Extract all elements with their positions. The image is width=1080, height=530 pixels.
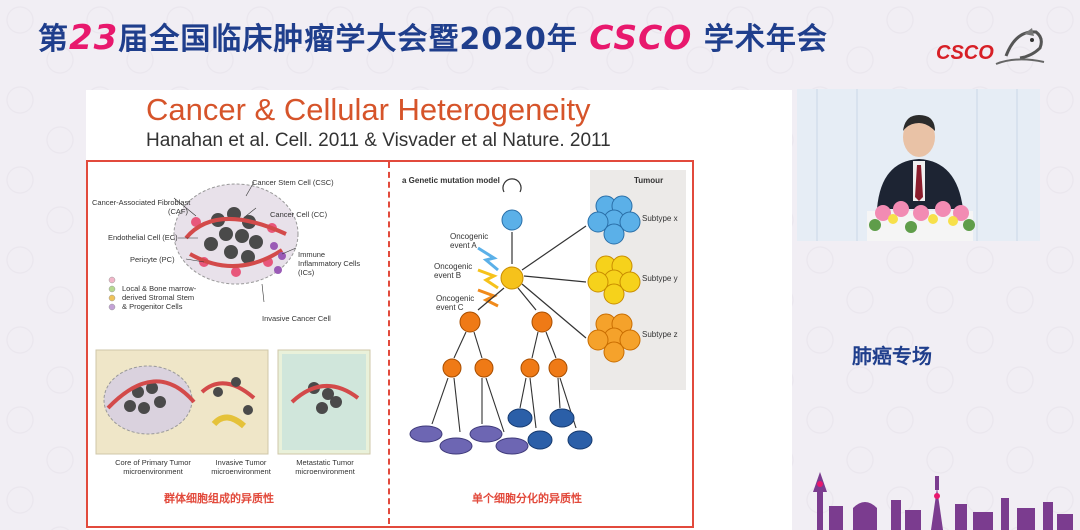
label-subtype-z: Subtype z [642, 330, 678, 339]
label-event-a: Oncogenic event A [450, 232, 489, 250]
conference-header: 第23届全国临床肿瘤学大会暨2020年 CSCO 学术年会 CSCO [0, 0, 1080, 72]
city-skyline-decoration [813, 472, 1073, 530]
slide-subtitle: Hanahan et al. Cell. 2011 & Visvader et … [146, 130, 611, 151]
speaker-video-feed [797, 89, 1040, 241]
label-csc: Cancer Stem Cell (CSC) [252, 178, 334, 187]
label-metastatic: Metastatic Tumor microenvironment [295, 458, 355, 476]
caption-left: 群体细胞组成的异质性 [164, 492, 274, 505]
genetic-mutation-model-diagram [409, 170, 686, 455]
label-ec: Endothelial Cell (EC) [108, 233, 178, 242]
presentation-slide: Cancer & Cellular Heterogeneity Hanahan … [86, 90, 792, 530]
logo-text: CSCO [936, 42, 994, 64]
label-subtype-y: Subtype y [642, 274, 678, 283]
csco-logo: CSCO [936, 26, 1046, 68]
session-label: 肺癌专场 [852, 344, 932, 368]
figure-divider [388, 162, 390, 524]
label-invasive-cell: Invasive Cancer Cell [262, 314, 331, 323]
caption-right: 单个细胞分化的异质性 [472, 492, 582, 505]
label-caf: Cancer-Associated Fibroblast (CAF) [92, 198, 191, 216]
dragon-logo-icon [995, 28, 1045, 65]
label-event-c: Oncogenic event C [436, 294, 475, 312]
slide-title: Cancer & Cellular Heterogeneity [146, 92, 591, 127]
label-core: Core of Primary Tumor microenvironment [115, 458, 191, 476]
label-stromal: Local & Bone marrow- derived Stromal Ste… [122, 284, 197, 311]
label-event-b: Oncogenic event B [434, 262, 473, 280]
label-invasive-tumor: Invasive Tumor microenvironment [211, 458, 271, 476]
conference-title: 第23届全国临床肿瘤学大会暨2020年 CSCO 学术年会 [38, 18, 828, 58]
label-cc: Cancer Cell (CC) [270, 210, 328, 219]
tumor-microenvironment-diagram [95, 181, 371, 455]
speaker-illustration [797, 89, 1040, 241]
label-pc: Pericyte (PC) [130, 255, 175, 264]
label-ics: Immune Inflammatory Cells (ICs) [298, 250, 361, 277]
label-tumour: Tumour [634, 176, 664, 185]
label-subtype-x: Subtype x [642, 214, 678, 223]
label-model: a Genetic mutation model [402, 176, 500, 185]
figure-frame [86, 160, 694, 528]
